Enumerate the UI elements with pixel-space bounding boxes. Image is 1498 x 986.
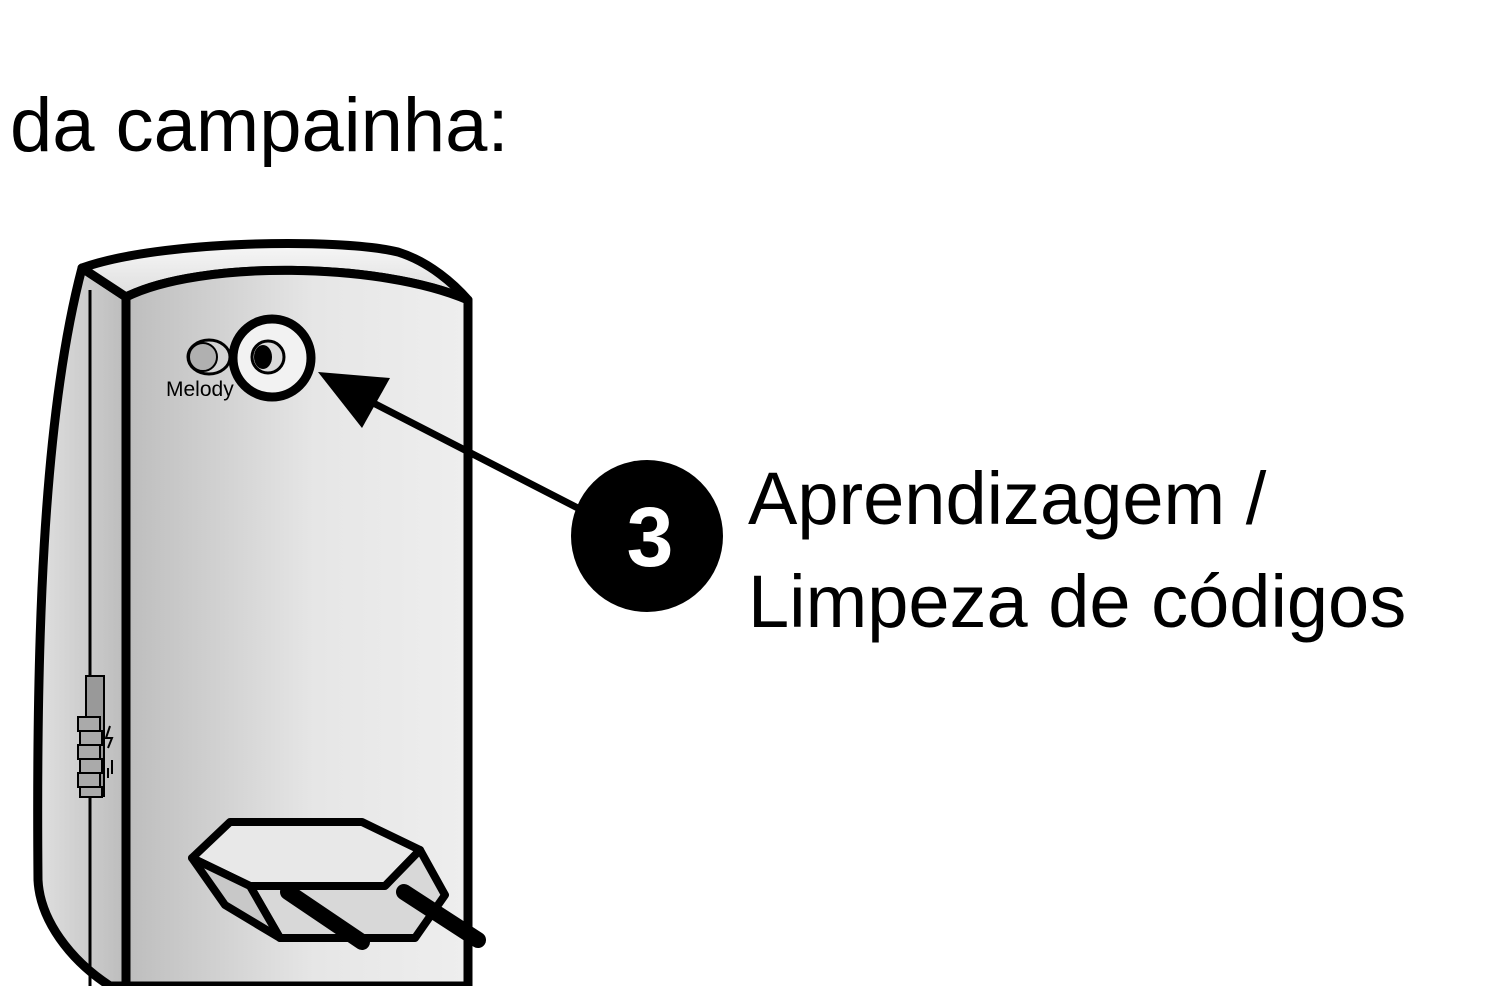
- plug-pin-left: [280, 884, 370, 950]
- plug-side-face: [188, 854, 284, 942]
- device-front-panel: [121, 265, 473, 986]
- callout-line-2: Limpeza de códigos: [748, 560, 1407, 643]
- step-badge: [571, 460, 723, 612]
- callout-arrowhead-icon: [318, 372, 390, 428]
- device-side-panel: [33, 263, 131, 986]
- side-note-icon: [107, 760, 113, 778]
- callout-line-1: Aprendizagem /: [748, 457, 1267, 540]
- melody-button-inner-icon: [188, 342, 218, 372]
- plug-pin-right: [396, 884, 486, 948]
- callout-arrow-shaft: [348, 388, 609, 526]
- page-heading: da campainha:: [10, 83, 509, 168]
- step-number: 3: [627, 490, 674, 584]
- melody-label: Melody: [166, 378, 234, 401]
- side-lightning-icon: [104, 725, 114, 749]
- side-switch-steps-icon: [77, 716, 103, 798]
